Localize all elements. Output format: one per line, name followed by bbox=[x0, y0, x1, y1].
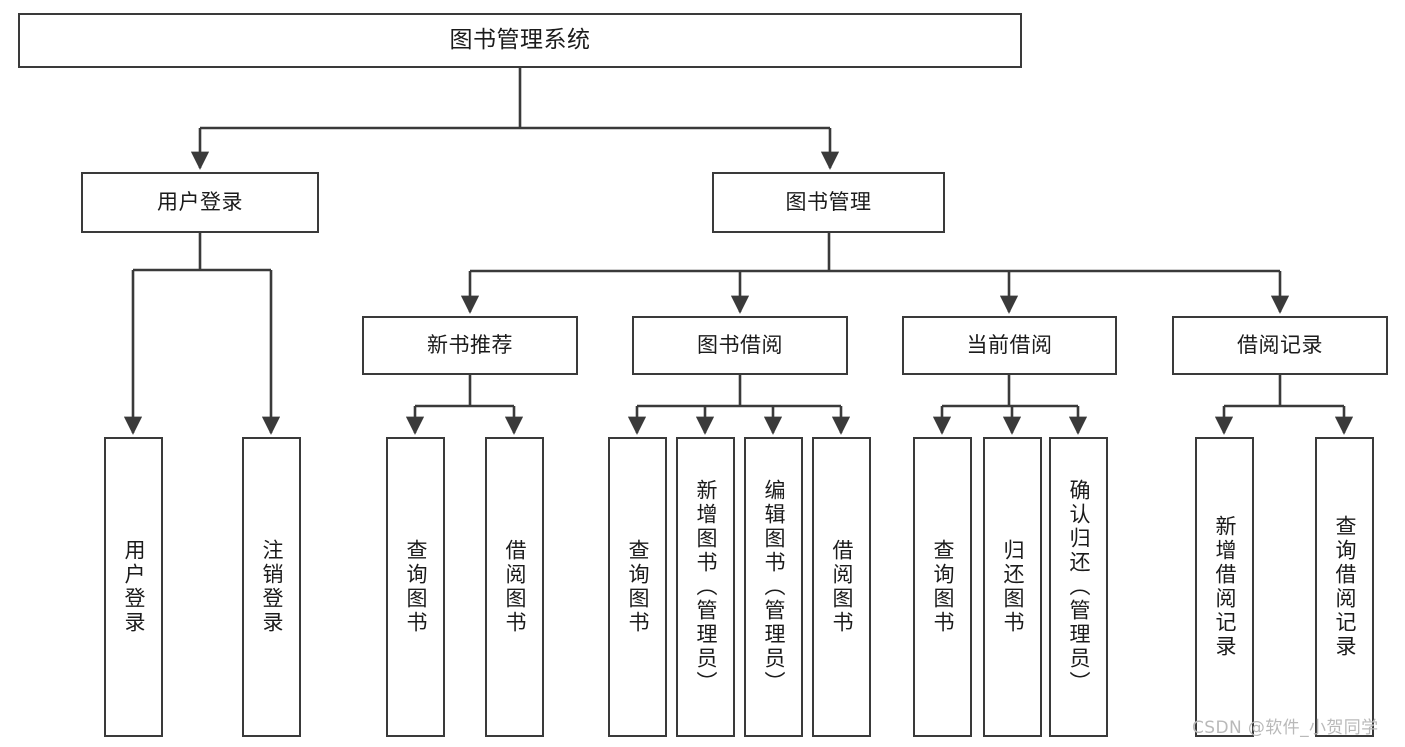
node-leaf-query-record-label: 查询借阅记录 bbox=[1333, 515, 1357, 659]
node-leaf-query-book-2-label: 查询图书 bbox=[626, 539, 650, 635]
node-borrow-record[interactable]: 借阅记录 bbox=[1172, 316, 1388, 375]
node-leaf-add-record-label: 新增借阅记录 bbox=[1213, 515, 1237, 659]
node-leaf-add-book[interactable]: 新增图书（管理员） bbox=[676, 437, 735, 737]
node-leaf-confirm-return-label: 确认归还（管理员） bbox=[1067, 479, 1091, 695]
node-current-borrow-label: 当前借阅 bbox=[966, 333, 1053, 358]
node-book-manage-label: 图书管理 bbox=[785, 190, 872, 215]
node-leaf-user-logout[interactable]: 注销登录 bbox=[242, 437, 301, 737]
node-leaf-user-login-label: 用户登录 bbox=[122, 539, 146, 635]
node-leaf-query-book-1-label: 查询图书 bbox=[404, 539, 428, 635]
node-leaf-edit-book[interactable]: 编辑图书（管理员） bbox=[744, 437, 803, 737]
node-leaf-query-record[interactable]: 查询借阅记录 bbox=[1315, 437, 1374, 737]
node-leaf-confirm-return[interactable]: 确认归还（管理员） bbox=[1049, 437, 1108, 737]
node-leaf-query-book-3[interactable]: 查询图书 bbox=[913, 437, 972, 737]
node-leaf-add-book-label: 新增图书（管理员） bbox=[694, 479, 718, 695]
watermark: CSDN @软件_小贺同学 bbox=[1192, 718, 1379, 738]
node-leaf-return-book[interactable]: 归还图书 bbox=[983, 437, 1042, 737]
node-leaf-user-logout-label: 注销登录 bbox=[260, 539, 284, 635]
node-user-login[interactable]: 用户登录 bbox=[81, 172, 319, 233]
node-leaf-query-book-3-label: 查询图书 bbox=[931, 539, 955, 635]
node-leaf-borrow-book-2-label: 借阅图书 bbox=[830, 539, 854, 635]
node-leaf-borrow-book-1[interactable]: 借阅图书 bbox=[485, 437, 544, 737]
node-book-manage[interactable]: 图书管理 bbox=[712, 172, 945, 233]
node-leaf-edit-book-label: 编辑图书（管理员） bbox=[762, 479, 786, 695]
node-root-label: 图书管理系统 bbox=[449, 27, 591, 54]
node-leaf-user-login[interactable]: 用户登录 bbox=[104, 437, 163, 737]
node-new-book-recommend[interactable]: 新书推荐 bbox=[362, 316, 578, 375]
node-leaf-add-record[interactable]: 新增借阅记录 bbox=[1195, 437, 1254, 737]
node-user-login-label: 用户登录 bbox=[157, 190, 243, 215]
node-book-borrow-label: 图书借阅 bbox=[697, 333, 783, 358]
node-new-book-recommend-label: 新书推荐 bbox=[427, 333, 513, 358]
node-borrow-record-label: 借阅记录 bbox=[1237, 333, 1323, 358]
node-leaf-borrow-book-2[interactable]: 借阅图书 bbox=[812, 437, 871, 737]
node-book-borrow[interactable]: 图书借阅 bbox=[632, 316, 848, 375]
node-current-borrow[interactable]: 当前借阅 bbox=[902, 316, 1117, 375]
node-leaf-query-book-1[interactable]: 查询图书 bbox=[386, 437, 445, 737]
node-leaf-return-book-label: 归还图书 bbox=[1001, 539, 1025, 635]
node-leaf-borrow-book-1-label: 借阅图书 bbox=[503, 539, 527, 635]
node-leaf-query-book-2[interactable]: 查询图书 bbox=[608, 437, 667, 737]
node-root[interactable]: 图书管理系统 bbox=[18, 13, 1022, 68]
